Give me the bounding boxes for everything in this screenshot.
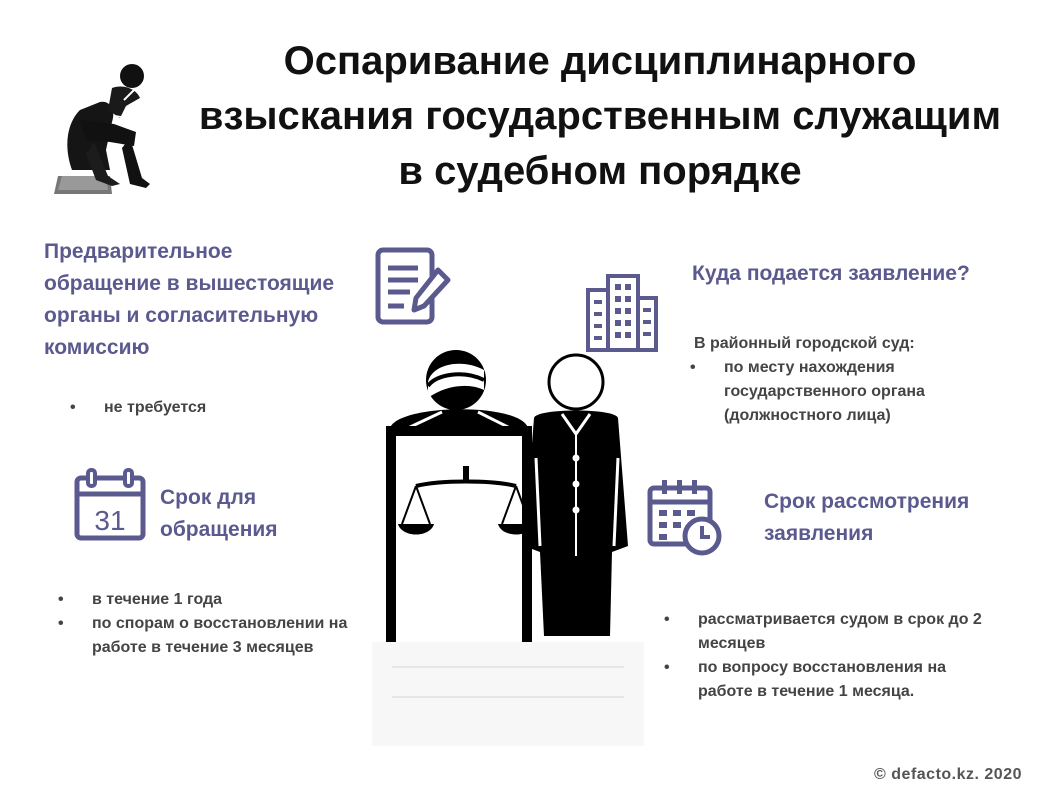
thinker-statue-icon [54, 64, 150, 194]
deadline-heading: Срок для обращения [160, 486, 278, 541]
document-pen-icon [375, 247, 451, 325]
list-item: по спорам о восстановлении на работе в т… [54, 612, 354, 660]
list-item: по месту нахождения государственного орг… [686, 356, 986, 428]
page-title: Оспаривание дисциплинарного взыскания го… [198, 39, 1002, 193]
where-to-file-intro: В районный городской суд: [694, 335, 915, 352]
list-item: рассматривается судом в срок до 2 месяце… [660, 608, 1000, 656]
review-period-heading: Срок рассмотрения заявления [764, 490, 970, 545]
judge-and-defendant-scales-icon [372, 350, 644, 746]
prior-appeal-list: не требуется [66, 396, 306, 420]
list-item: по вопросу восстановления на работе в те… [660, 656, 1000, 704]
deadline-list: в течение 1 года по спорам о восстановле… [54, 588, 354, 660]
prior-appeal-heading: Предварительное обращение в вышестоящие … [44, 240, 335, 359]
calendar-31-icon: 31 [74, 468, 146, 541]
copyright-footer: © defacto.kz. 2020 [874, 766, 1022, 783]
where-to-file-list: по месту нахождения государственного орг… [686, 356, 986, 428]
list-item: не требуется [66, 396, 306, 420]
svg-text:31: 31 [94, 505, 125, 536]
where-to-file-heading: Куда подается заявление? [692, 262, 970, 285]
calendar-clock-icon [647, 480, 722, 556]
building-icon [586, 274, 658, 352]
review-period-list: рассматривается судом в срок до 2 месяце… [660, 608, 1000, 704]
list-item: в течение 1 года [54, 588, 354, 612]
